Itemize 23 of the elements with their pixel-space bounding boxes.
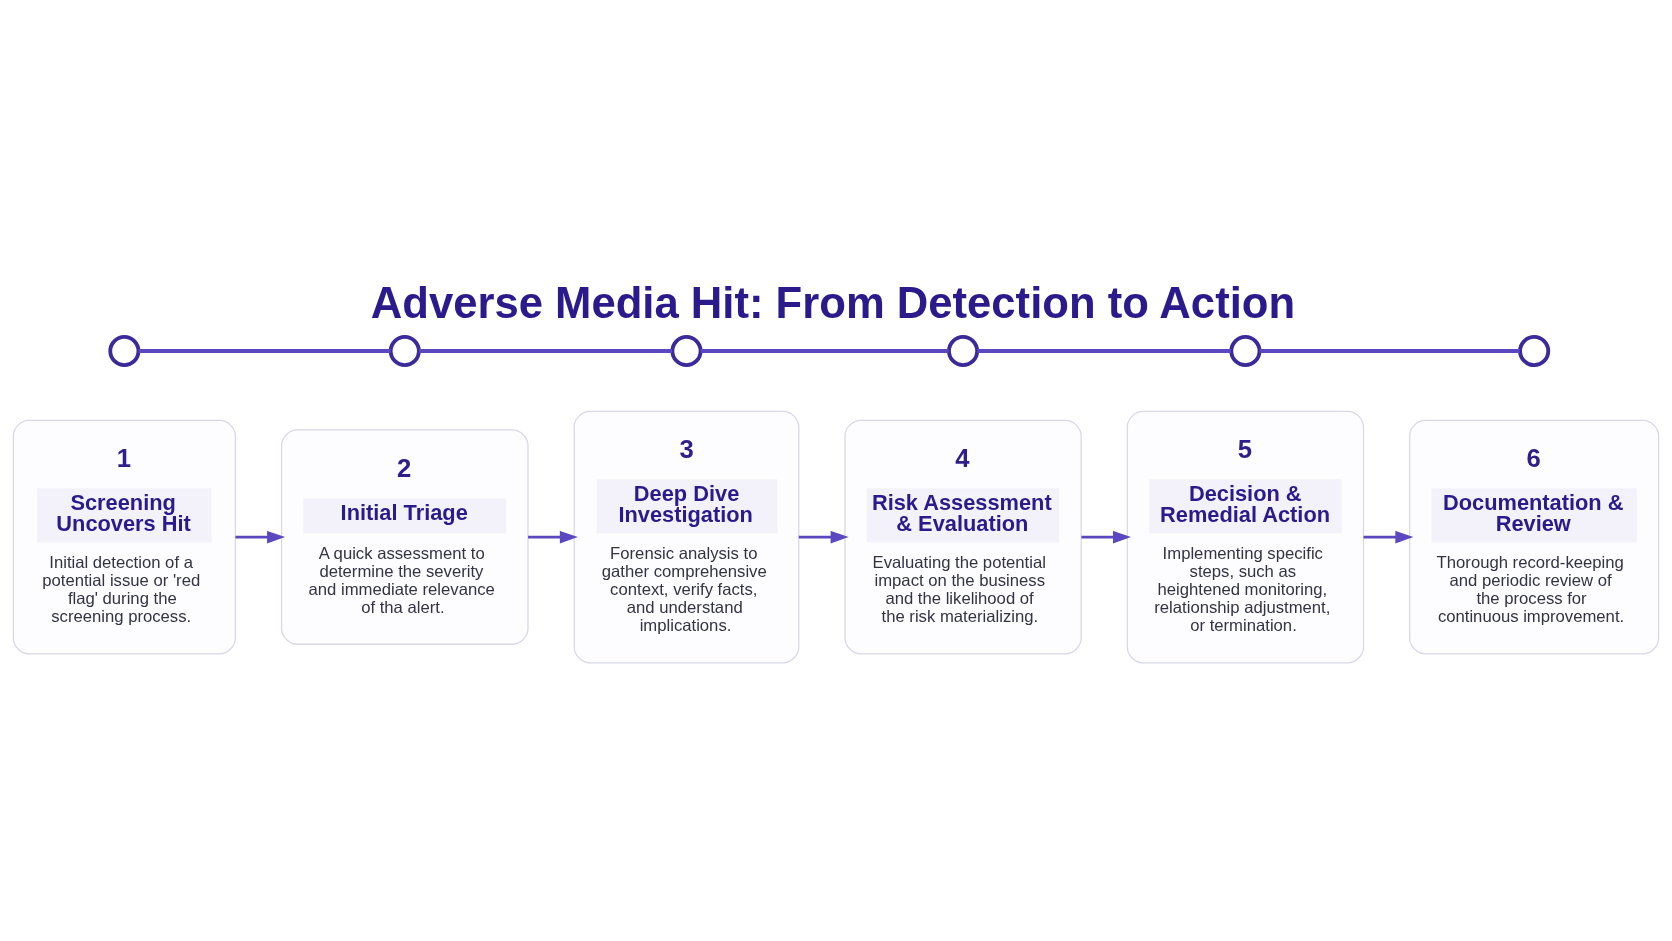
node-box: 5 Decision & Remedial Action Implementing specific steps, such as heightened monitoring, relationship adjustment, or termination. [1126, 410, 1365, 663]
arrow [1363, 530, 1414, 543]
node-circle [947, 334, 980, 367]
arrow [798, 530, 849, 543]
node-circle [670, 334, 703, 367]
connector [700, 348, 949, 353]
node-box: 6 Documentation & Review Thorough record-keeping and periodic review of the process for continuous improvement. [1409, 419, 1660, 654]
node-circle [388, 334, 421, 367]
node-circle [1229, 334, 1262, 367]
node-box: 1 Screening Uncovers Hit Initial detection of a potential issue or 'red flag' during the screening process. [12, 419, 236, 654]
connector [977, 348, 1232, 353]
diagram-title: Adverse Media Hit: From Detection to Action [370, 278, 1296, 327]
connector [1259, 348, 1520, 353]
node-box: 3 Deep Dive Investigation Forensic analysis to gather comprehensive context, verify facts, and understand implications. [573, 410, 800, 663]
arrow [235, 530, 286, 543]
node-circle [108, 334, 141, 367]
arrow [1081, 530, 1131, 543]
connector [138, 348, 391, 353]
node-box: 2 Initial Triage A quick assessment to determine the severity and immediate relevance of tha alert. [280, 428, 529, 645]
node-circle [1518, 334, 1551, 367]
arrow [528, 530, 578, 543]
node-box: 4 Risk Assessment & Evaluation Evaluating the potential impact on the business and the likelihood of the risk materializing. [844, 419, 1082, 654]
connector [419, 348, 673, 353]
